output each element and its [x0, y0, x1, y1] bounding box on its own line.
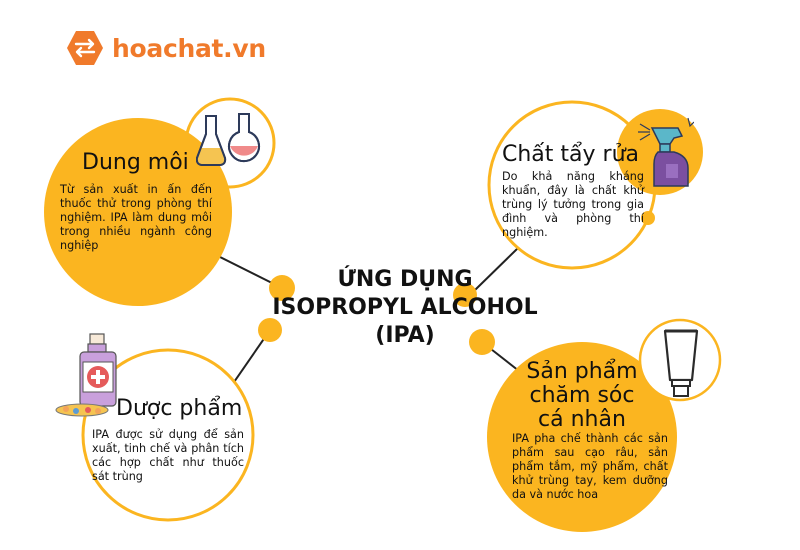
- personal-circle: [487, 342, 677, 532]
- solvent-circle: [44, 118, 232, 306]
- medicine-bottle-icon: [55, 333, 117, 417]
- cream-tube-icon: [663, 329, 699, 397]
- personal-title: Sản phẩm chăm sóc cá nhân: [517, 360, 647, 432]
- connector-dot: [453, 283, 477, 307]
- decor-dot: [641, 211, 655, 225]
- connector-cleaner: [474, 247, 519, 291]
- center-title-line: (IPA): [375, 323, 435, 348]
- personal-title-line: cá nhân: [538, 407, 626, 432]
- pharma-text: IPA được sử dụng để sản xuất, tinh chế v…: [92, 428, 244, 483]
- center-title-line: ỨNG DỤNG: [337, 267, 473, 292]
- brand-logo[interactable]: hoachat.vn: [66, 30, 266, 66]
- spray-bottle-icon: [638, 117, 694, 187]
- solvent-title: Dung môi: [82, 150, 189, 175]
- personal-title-line: Sản phẩm: [526, 359, 638, 384]
- logo-text: hoachat.vn: [112, 33, 266, 63]
- connector-dot: [269, 275, 295, 301]
- pharma-title: Dược phẩm: [116, 396, 243, 421]
- connector-dot: [258, 318, 282, 342]
- cleaner-text: Do khả năng kháng khuẩn, đây là chất khử…: [502, 170, 644, 239]
- personal-title-line: chăm sóc: [529, 383, 635, 408]
- solvent-text: Từ sản xuất in ấn đến thuốc thử trong ph…: [60, 183, 212, 252]
- personal-text: IPA pha chế thành các sản phẩm sau cạo r…: [512, 432, 668, 501]
- flasks-icon: [196, 113, 260, 166]
- connector-dot: [469, 329, 495, 355]
- connector-solvent: [209, 251, 283, 289]
- center-title: ỨNG DỤNG ISOPROPYL ALCOHOL (IPA): [255, 266, 555, 350]
- double-arrow-icon: [67, 31, 103, 65]
- cleaner-title: Chất tẩy rửa: [502, 142, 639, 167]
- pharma-circle: [81, 348, 255, 522]
- center-title-line: ISOPROPYL ALCOHOL: [272, 295, 538, 320]
